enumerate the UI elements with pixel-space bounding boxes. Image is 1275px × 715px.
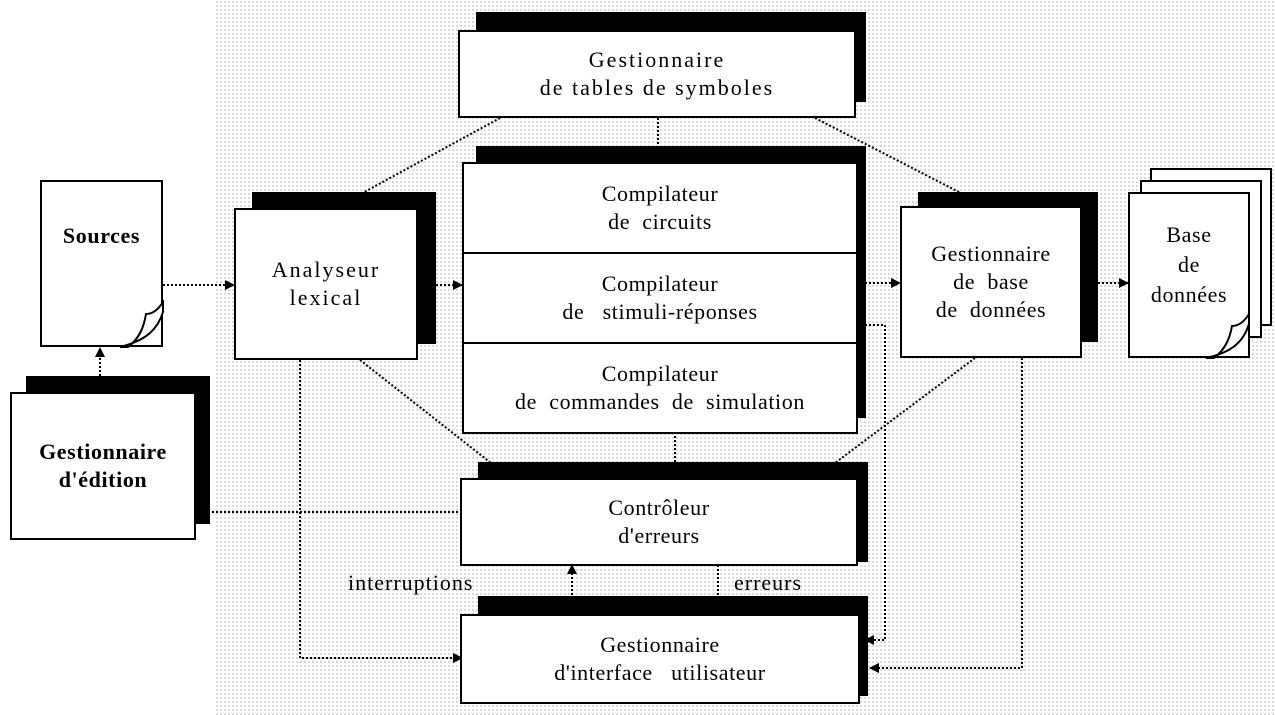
symbol-table-manager-box: Gestionnaire de tables de symboles xyxy=(458,30,856,118)
symbol-table-manager-line1: Gestionnaire xyxy=(588,47,726,72)
error-controller-box: Contrôleur d'erreurs xyxy=(460,478,858,566)
sim-commands-compiler-line2: de commandes de simulation xyxy=(515,389,805,414)
sim-commands-compiler-line1: Compilateur xyxy=(601,361,719,386)
database-line2: de xyxy=(1178,252,1200,277)
stimuli-compiler-line2: de stimuli-réponses xyxy=(562,299,758,324)
link-dbmanager-errors xyxy=(814,357,976,479)
ui-manager-box: Gestionnaire d'interface utilisateur xyxy=(460,614,860,704)
db-manager-line1: Gestionnaire xyxy=(931,241,1051,266)
db-manager-line3: de données xyxy=(935,297,1047,322)
circuit-compiler-box: Compilateur de circuits xyxy=(462,162,858,254)
edge-label-interruptions: interruptions xyxy=(348,570,474,595)
stimuli-compiler-box: Compilateur de stimuli-réponses xyxy=(462,252,858,344)
lexical-analyzer-line1: Analyseur xyxy=(271,257,381,282)
error-controller-line1: Contrôleur xyxy=(608,495,710,520)
db-manager-box: Gestionnaire de base de données xyxy=(900,206,1082,358)
edge-label-errors: erreurs xyxy=(734,570,803,595)
sim-commands-compiler-box: Compilateur de commandes de simulation xyxy=(462,342,858,434)
circuit-compiler-line1: Compilateur xyxy=(601,181,719,206)
database-page-curl-icon xyxy=(1205,312,1250,359)
arrow-dbmanager-ui xyxy=(869,358,1023,673)
link-symbols-dbmanager xyxy=(814,117,991,209)
lexical-analyzer-line2: lexical xyxy=(289,285,363,310)
database-document: Base de données xyxy=(1128,192,1250,358)
lexical-analyzer-box: Analyseur lexical xyxy=(234,208,418,360)
arrow-lexical-ui xyxy=(299,360,463,663)
sources-label: Sources xyxy=(62,223,141,248)
db-manager-line2: de base xyxy=(953,269,1029,294)
error-controller-line2: d'erreurs xyxy=(618,523,700,548)
edit-manager-line2: d'édition xyxy=(58,467,148,492)
arrow-compilers-ui xyxy=(857,324,886,645)
database-line1: Base xyxy=(1166,222,1212,247)
sources-page-curl-icon xyxy=(119,300,164,348)
edit-manager-line1: Gestionnaire xyxy=(39,439,167,464)
symbol-table-manager-line2: de tables de symboles xyxy=(539,75,775,100)
stimuli-compiler-line1: Compilateur xyxy=(601,271,719,296)
database-line3: données xyxy=(1150,282,1228,307)
ui-manager-line1: Gestionnaire xyxy=(600,632,720,657)
edit-manager-box: Gestionnaire d'édition xyxy=(10,392,196,540)
ui-manager-line2: d'interface utilisateur xyxy=(554,660,766,685)
sources-document: Sources xyxy=(40,180,163,347)
circuit-compiler-line2: de circuits xyxy=(608,209,712,234)
